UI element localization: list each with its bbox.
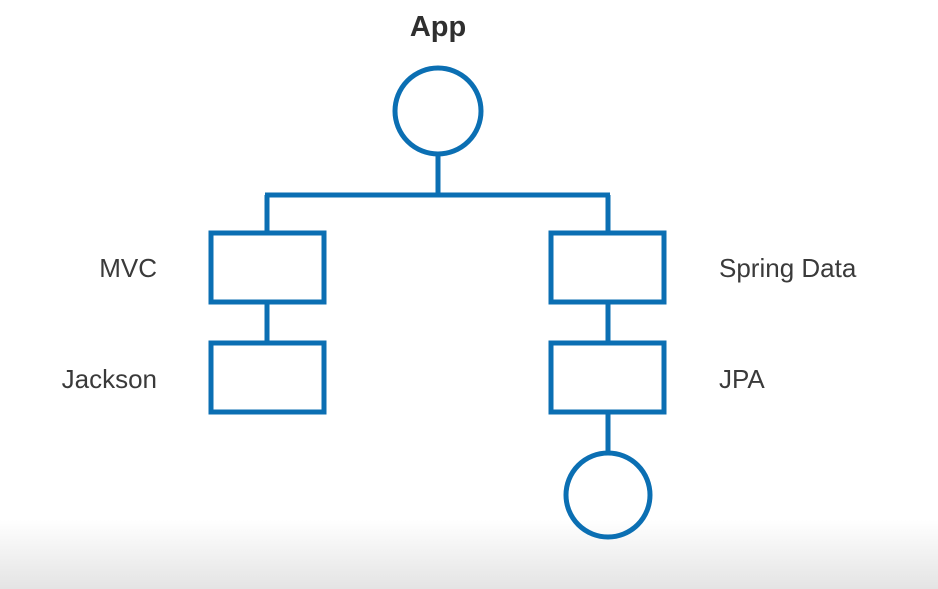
jpa-label: JPA — [719, 364, 765, 394]
spring-data-box — [548, 230, 667, 305]
jpa-box — [548, 340, 667, 415]
leaf-node-circle — [563, 450, 653, 540]
root-node-circle — [392, 65, 484, 157]
jackson-label: Jackson — [61, 364, 157, 394]
jackson-box — [208, 340, 327, 415]
mvc-box — [208, 230, 327, 305]
root-label: App — [409, 11, 467, 43]
mvc-label: MVC — [99, 253, 157, 283]
spring-data-label: Spring Data — [719, 253, 857, 283]
